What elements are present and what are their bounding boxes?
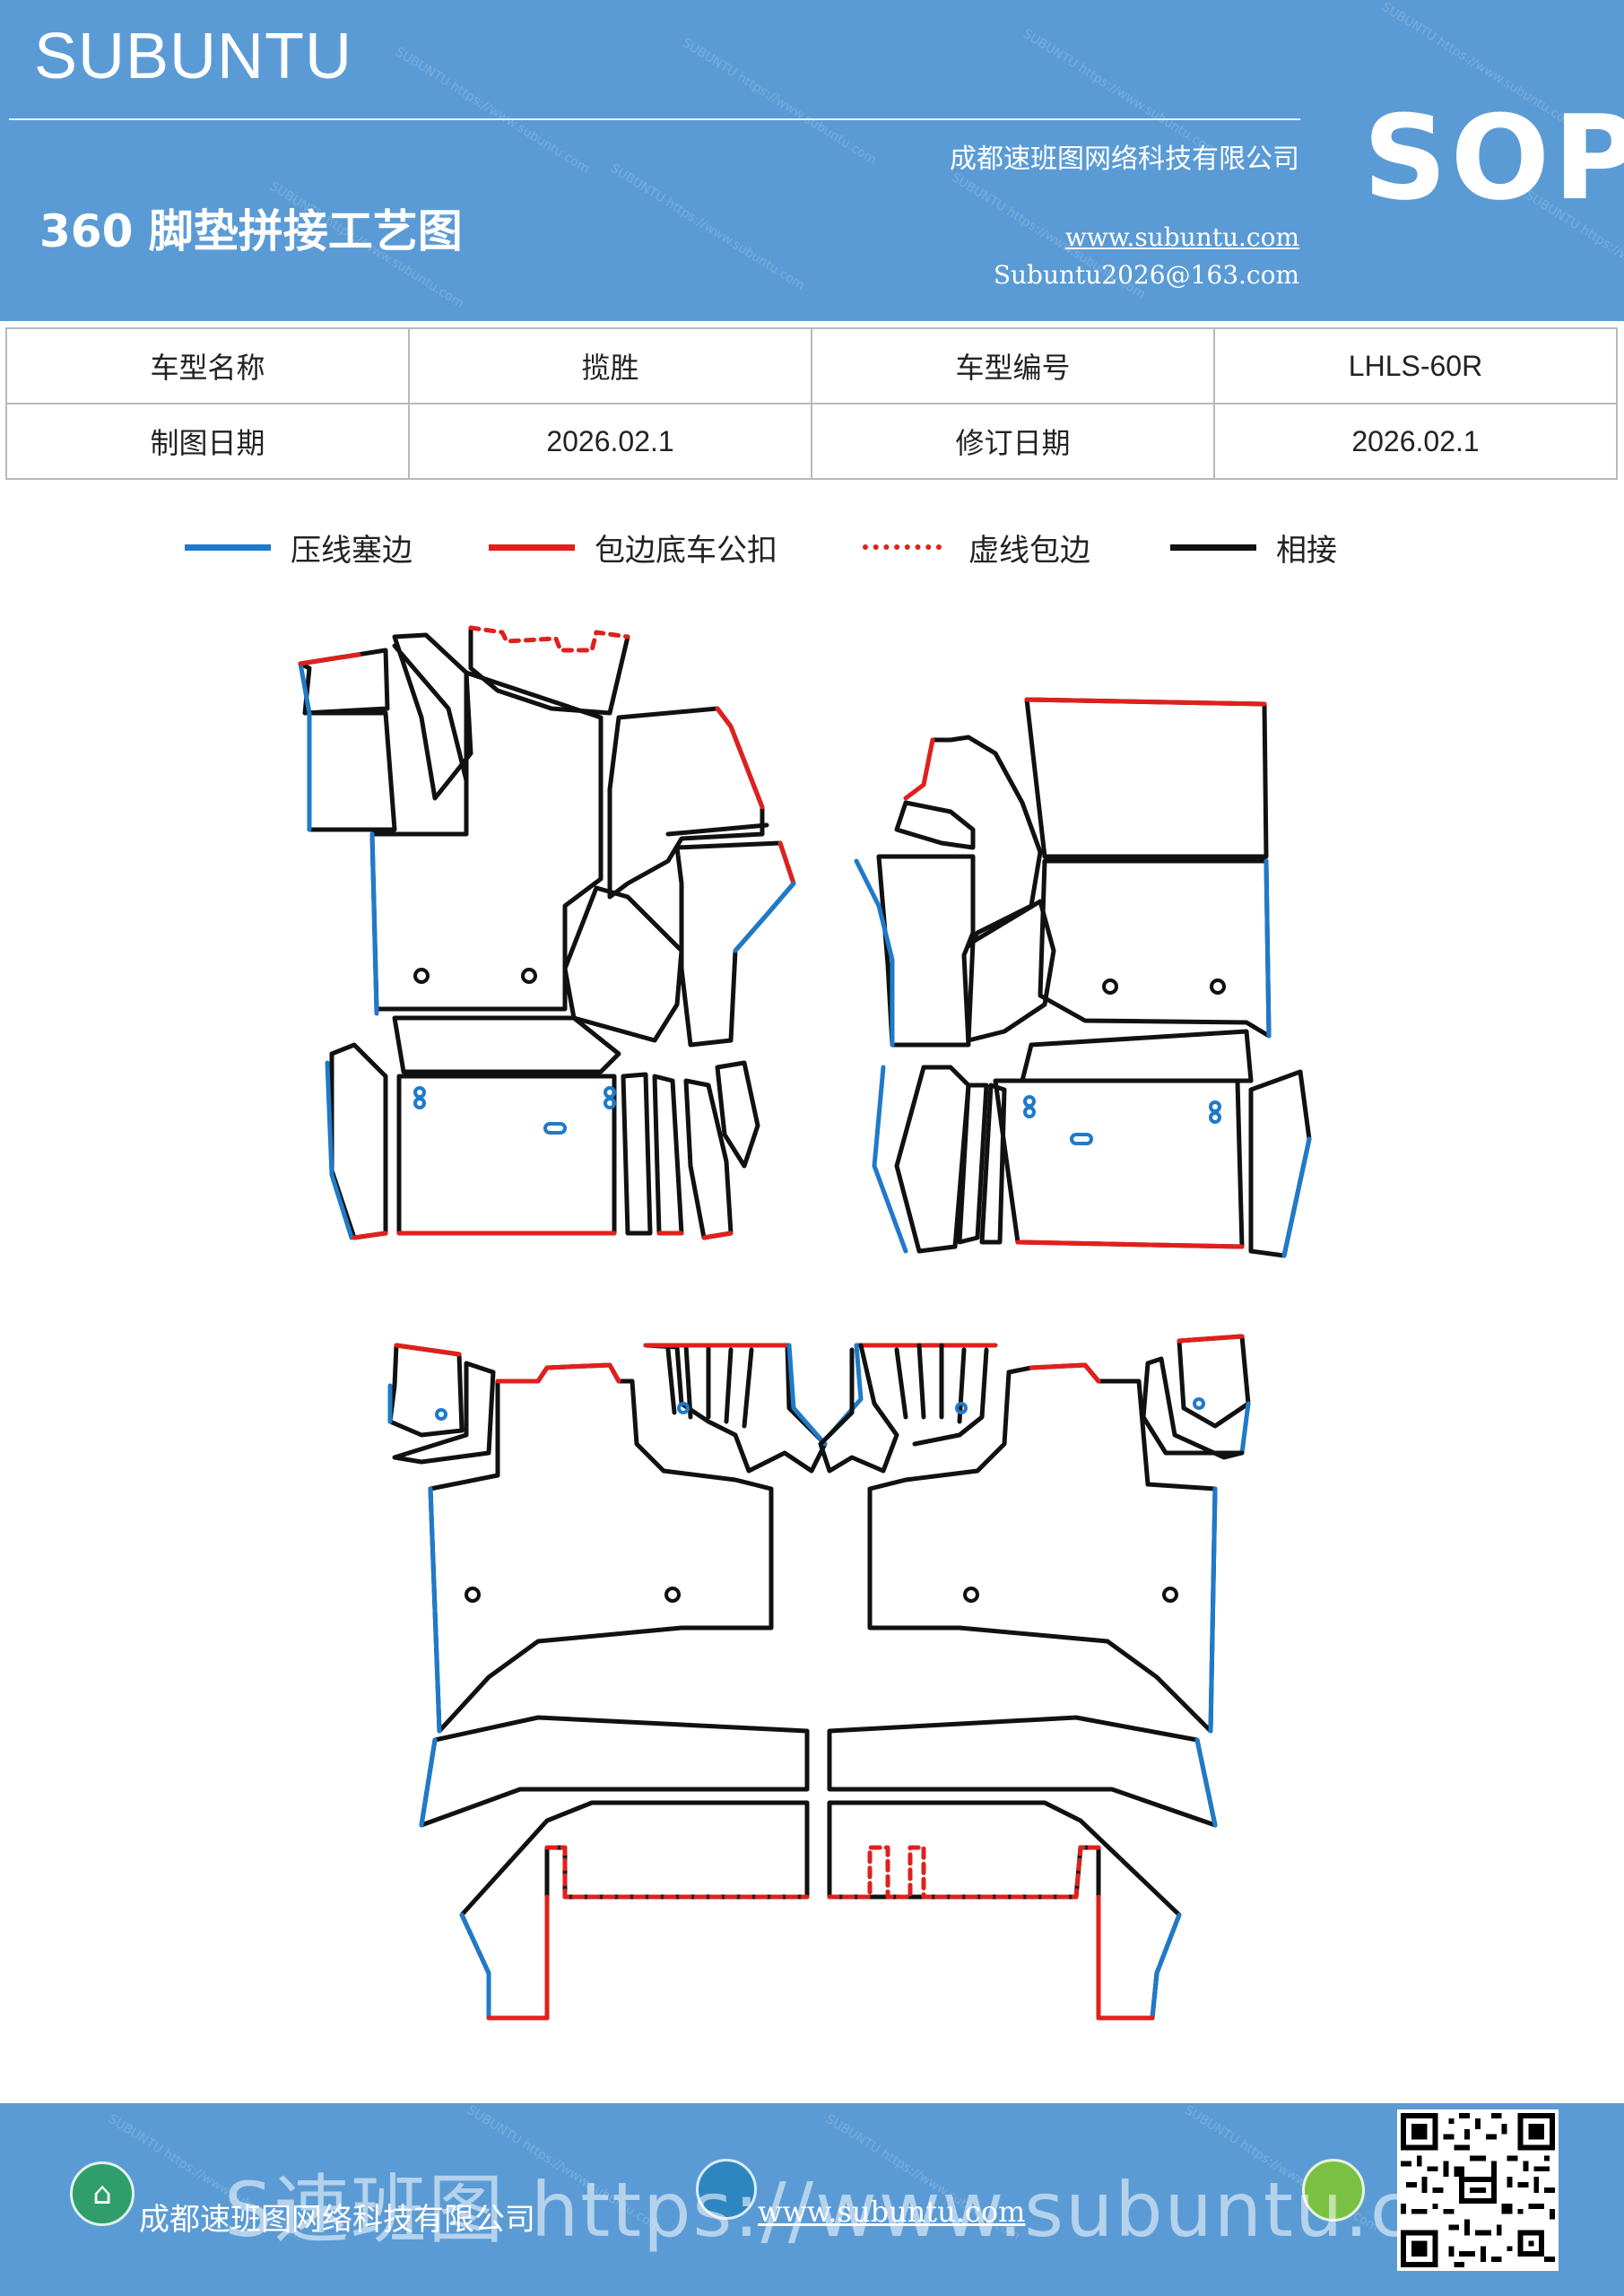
- footer-banner: SUBUNTU https://www.subuntu.com SUBUNTU …: [0, 2103, 1624, 2296]
- home-icon: ⌂: [70, 2161, 135, 2226]
- email-address: Subuntu2026@163.com: [993, 260, 1299, 290]
- table-cell: 制图日期: [5, 403, 410, 480]
- legend-item: 相接: [1170, 525, 1337, 570]
- legend-label: 包边底车公扣: [595, 532, 777, 569]
- website-link[interactable]: www.subuntu.com: [1064, 222, 1299, 252]
- line-legend: 压线塞边 包边底车公扣 虚线包边 相接: [0, 525, 1624, 570]
- legend-item: 虚线包边: [863, 525, 1090, 570]
- footer-website-link[interactable]: www.subuntu.com: [758, 2195, 1026, 2229]
- legend-item: 压线塞边: [185, 525, 413, 570]
- legend-swatch-red-dashed: [863, 544, 942, 550]
- legend-swatch-red: [489, 544, 575, 551]
- legend-label: 相接: [1276, 532, 1337, 569]
- legend-label: 压线塞边: [291, 532, 413, 569]
- front-left-mat: [298, 625, 796, 1240]
- front-right-mat: [854, 697, 1312, 1258]
- table-cell: 车型名称: [5, 327, 410, 404]
- brand-name: SUBUNTU: [34, 21, 353, 92]
- table-row: 车型名称 揽胜 车型编号 LHLS-60R: [5, 327, 1618, 404]
- table-cell: 2026.02.1: [1213, 403, 1618, 480]
- table-cell: LHLS-60R: [1213, 327, 1618, 404]
- legend-swatch-black: [1170, 544, 1256, 551]
- wechat-icon: [1302, 2159, 1365, 2222]
- table-cell: 车型编号: [811, 327, 1215, 404]
- vehicle-info-table: 车型名称 揽胜 车型编号 LHLS-60R 制图日期 2026.02.1 修订日…: [5, 327, 1618, 480]
- legend-item: 包边底车公扣: [489, 525, 777, 570]
- footer-company-name: 成都速班图网络科技有限公司: [139, 2202, 535, 2238]
- legend-swatch-blue: [185, 544, 271, 551]
- table-cell: 2026.02.1: [408, 403, 812, 480]
- table-cell: 修订日期: [811, 403, 1215, 480]
- header-divider: [9, 118, 1300, 120]
- table-cell: 揽胜: [408, 327, 812, 404]
- page-title: 360 脚垫拼接工艺图: [39, 205, 463, 257]
- sop-badge: SOP: [1363, 90, 1624, 226]
- legend-label: 虚线包边: [968, 532, 1090, 569]
- qr-code-icon: [1397, 2109, 1559, 2271]
- rear-mat: [387, 1334, 1251, 2021]
- footer-watermark-text: S速班图 https://www.subuntu.com: [224, 2166, 1537, 2254]
- globe-icon: [696, 2159, 757, 2220]
- table-row: 制图日期 2026.02.1 修订日期 2026.02.1: [5, 403, 1618, 480]
- company-name: 成都速班图网络科技有限公司: [950, 144, 1299, 175]
